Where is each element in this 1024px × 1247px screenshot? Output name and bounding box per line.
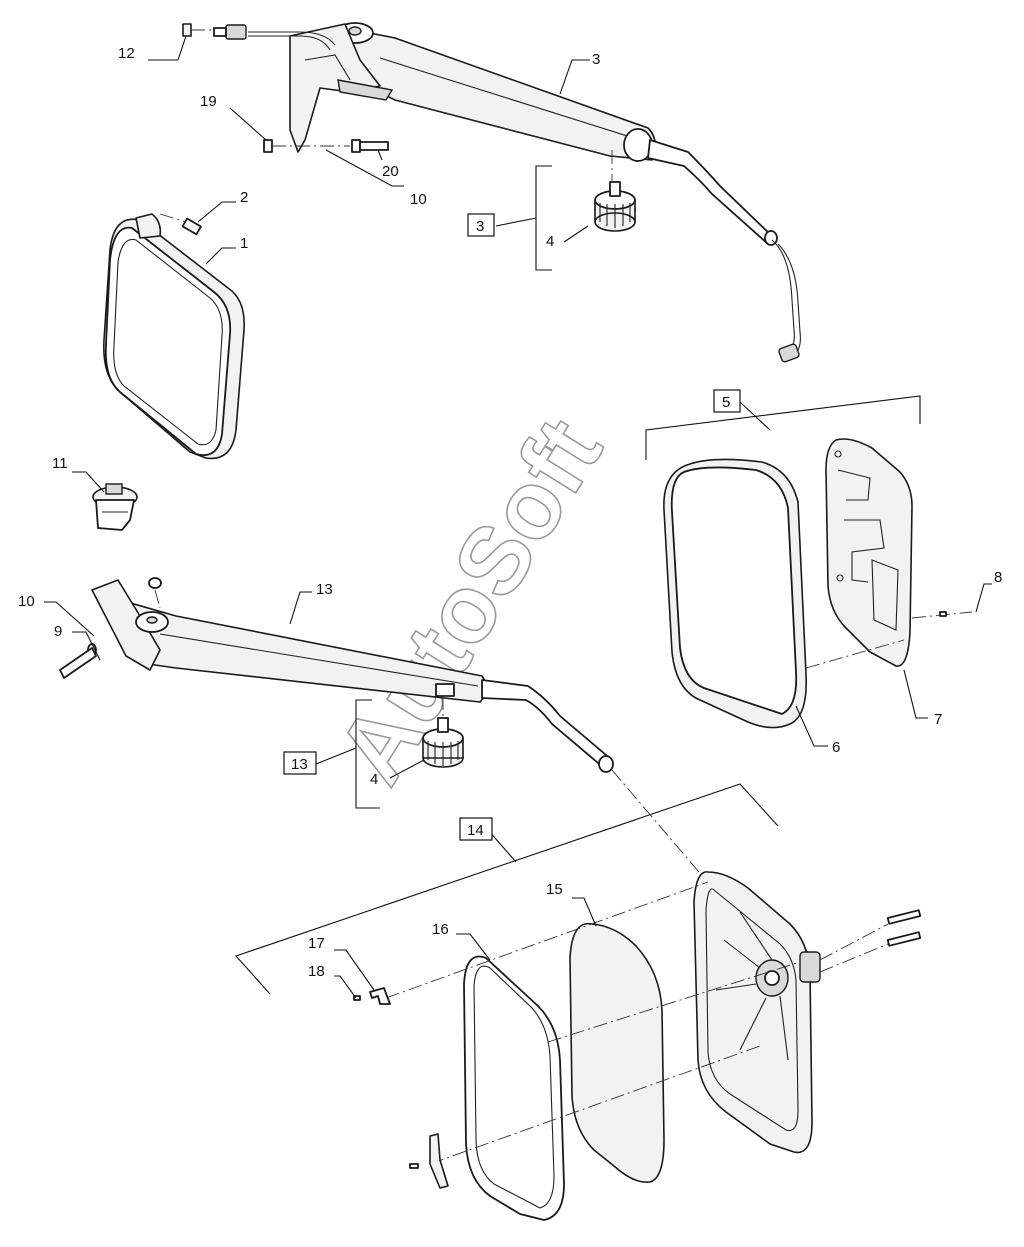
connector-part xyxy=(182,23,214,37)
boxed-callouts: 3 5 13 14 xyxy=(283,213,741,841)
callout-4-lower: 4 xyxy=(370,771,378,788)
callout-17: 17 xyxy=(308,935,325,952)
callout-13: 13 xyxy=(316,581,333,598)
callout-18: 18 xyxy=(308,963,325,980)
callout-4-upper: 4 xyxy=(546,233,554,250)
mirror-head-assembly xyxy=(353,769,922,1221)
boxed-callout-3: 3 xyxy=(476,218,484,235)
callout-20: 20 xyxy=(382,163,399,180)
callout-leaders xyxy=(44,35,992,999)
callout-labels: 12 3 19 20 10 2 1 4 11 13 10 9 8 7 6 4 1… xyxy=(18,45,1002,980)
callout-2: 2 xyxy=(240,189,248,206)
callout-16: 16 xyxy=(432,921,449,938)
mirror-housing-assembly xyxy=(663,438,973,729)
callout-11: 11 xyxy=(52,455,68,472)
callout-8: 8 xyxy=(994,569,1002,586)
group-brackets xyxy=(235,165,921,995)
callout-3: 3 xyxy=(592,51,600,68)
callout-6: 6 xyxy=(832,739,840,756)
boxed-callout-5: 5 xyxy=(722,394,730,411)
callout-19: 19 xyxy=(200,93,217,110)
fastener-set-upper xyxy=(263,139,389,153)
upper-mirror-arm xyxy=(213,22,801,363)
callout-15: 15 xyxy=(546,881,563,898)
callout-10-upper: 10 xyxy=(410,191,427,208)
callout-10-lower: 10 xyxy=(18,593,35,610)
callout-7: 7 xyxy=(934,711,942,728)
callout-9: 9 xyxy=(54,623,62,640)
lower-mirror-arm xyxy=(59,577,614,773)
upper-mirror-glass xyxy=(103,213,245,460)
clip-part xyxy=(92,483,138,531)
callout-1: 1 xyxy=(240,235,248,252)
boxed-callout-14: 14 xyxy=(467,822,484,839)
callout-12: 12 xyxy=(118,45,135,62)
boxed-callout-13: 13 xyxy=(291,756,308,773)
